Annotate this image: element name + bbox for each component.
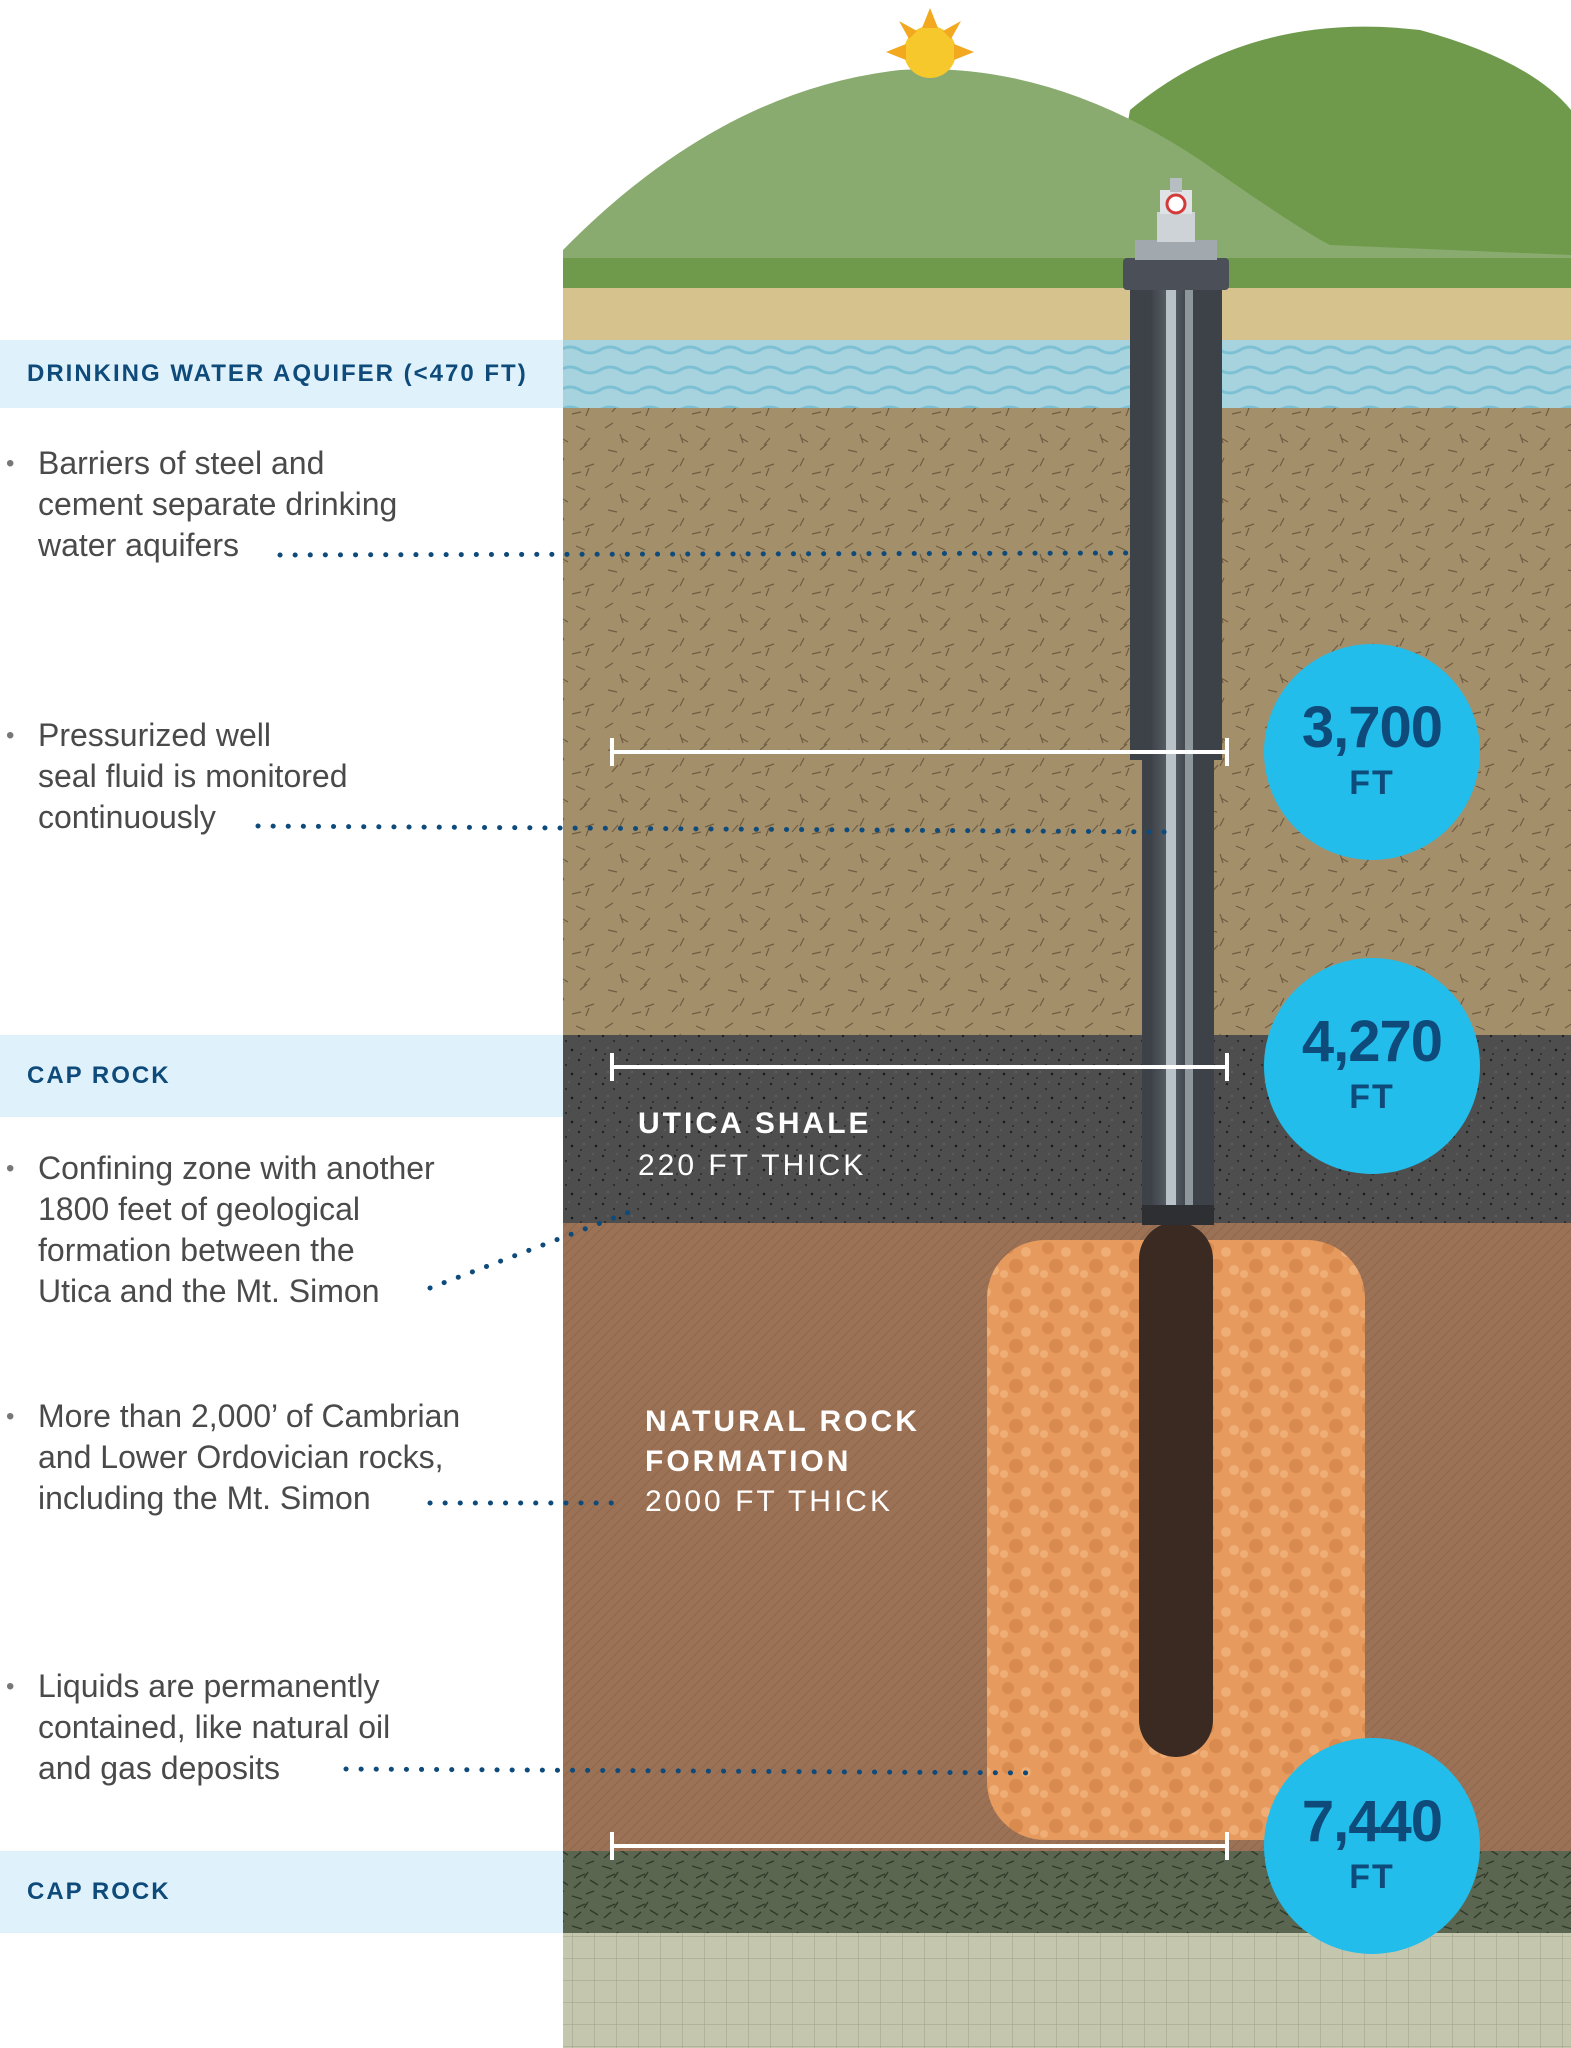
sun-icon bbox=[886, 8, 974, 78]
depth-badge-3700: 3,700 FT bbox=[1264, 644, 1480, 860]
cap-rock-band-lower: CAP ROCK bbox=[0, 1851, 563, 1933]
depth-badge-7440: 7,440 FT bbox=[1264, 1738, 1480, 1954]
depth-unit: FT bbox=[1349, 1078, 1395, 1116]
aquifer-label: DRINKING WATER AQUIFER (<470 FT) bbox=[27, 360, 528, 387]
bullet-marker: • bbox=[6, 1155, 15, 1182]
wellhead-flange bbox=[1123, 258, 1229, 290]
bullet-line: and Lower Ordovician rocks, bbox=[38, 1439, 444, 1475]
utica-shale-thickness: 220 FT THICK bbox=[638, 1149, 867, 1182]
utica-shale-title: UTICA SHALE bbox=[638, 1107, 872, 1140]
basement-layer bbox=[563, 1933, 1571, 2048]
cap-rock-label-upper: CAP ROCK bbox=[27, 1062, 171, 1089]
depth-unit: FT bbox=[1349, 1858, 1395, 1896]
bullet-marker: • bbox=[6, 722, 15, 749]
natural-rock-title-line1: NATURAL ROCK bbox=[645, 1405, 920, 1438]
bullet-line: Liquids are permanently bbox=[38, 1668, 380, 1704]
leader-5 bbox=[343, 1766, 1043, 1776]
bullet-marker: • bbox=[6, 450, 15, 477]
leader-2 bbox=[255, 823, 1178, 835]
bullet-line: Utica and the Mt. Simon bbox=[38, 1273, 380, 1309]
bullet-line: Confining zone with another bbox=[38, 1150, 435, 1186]
sand-layer bbox=[563, 288, 1571, 340]
bracket-4270 bbox=[610, 1053, 1229, 1081]
bullet-line: Barriers of steel and bbox=[38, 445, 325, 481]
bullet-line: More than 2,000’ of Cambrian bbox=[38, 1398, 461, 1434]
bullet-line: water aquifers bbox=[38, 527, 239, 563]
casing-bottom bbox=[1142, 1205, 1214, 1225]
bullet-line: 1800 feet of geological bbox=[38, 1191, 361, 1227]
well-bore bbox=[1139, 1222, 1213, 1757]
cap-rock-band-upper: CAP ROCK bbox=[0, 1035, 563, 1117]
bullet-line: Pressurized well bbox=[38, 717, 271, 753]
bullet-marker: • bbox=[6, 1403, 15, 1430]
grass-layer bbox=[563, 258, 1571, 288]
depth-value: 3,700 bbox=[1301, 695, 1443, 760]
depth-unit: FT bbox=[1349, 764, 1395, 802]
bullet-line: continuously bbox=[38, 799, 216, 835]
bullet-line: seal fluid is monitored bbox=[38, 758, 348, 794]
wellhead-valve-icon bbox=[1165, 193, 1187, 215]
depth-badge-4270: 4,270 FT bbox=[1264, 958, 1480, 1174]
bullet-line: including the Mt. Simon bbox=[38, 1480, 371, 1516]
bullet-line: formation between the bbox=[38, 1232, 355, 1268]
cap-rock-label-lower: CAP ROCK bbox=[27, 1878, 171, 1905]
depth-value: 7,440 bbox=[1301, 1789, 1443, 1854]
bullet-line: contained, like natural oil bbox=[38, 1709, 391, 1745]
hill-left bbox=[563, 69, 1571, 285]
bullet-marker: • bbox=[6, 1673, 15, 1700]
bullet-line: cement separate drinking bbox=[38, 486, 398, 522]
aquifer-layer bbox=[563, 340, 1571, 408]
natural-rock-title-line2: FORMATION bbox=[645, 1445, 852, 1478]
aquifer-band: DRINKING WATER AQUIFER (<470 FT) bbox=[0, 340, 563, 408]
bracket-7440 bbox=[610, 1832, 1229, 1860]
depth-value: 4,270 bbox=[1301, 1009, 1443, 1074]
natural-rock-thickness: 2000 FT THICK bbox=[645, 1485, 893, 1518]
bullet-line: and gas deposits bbox=[38, 1750, 280, 1786]
bracket-3700 bbox=[610, 738, 1229, 766]
